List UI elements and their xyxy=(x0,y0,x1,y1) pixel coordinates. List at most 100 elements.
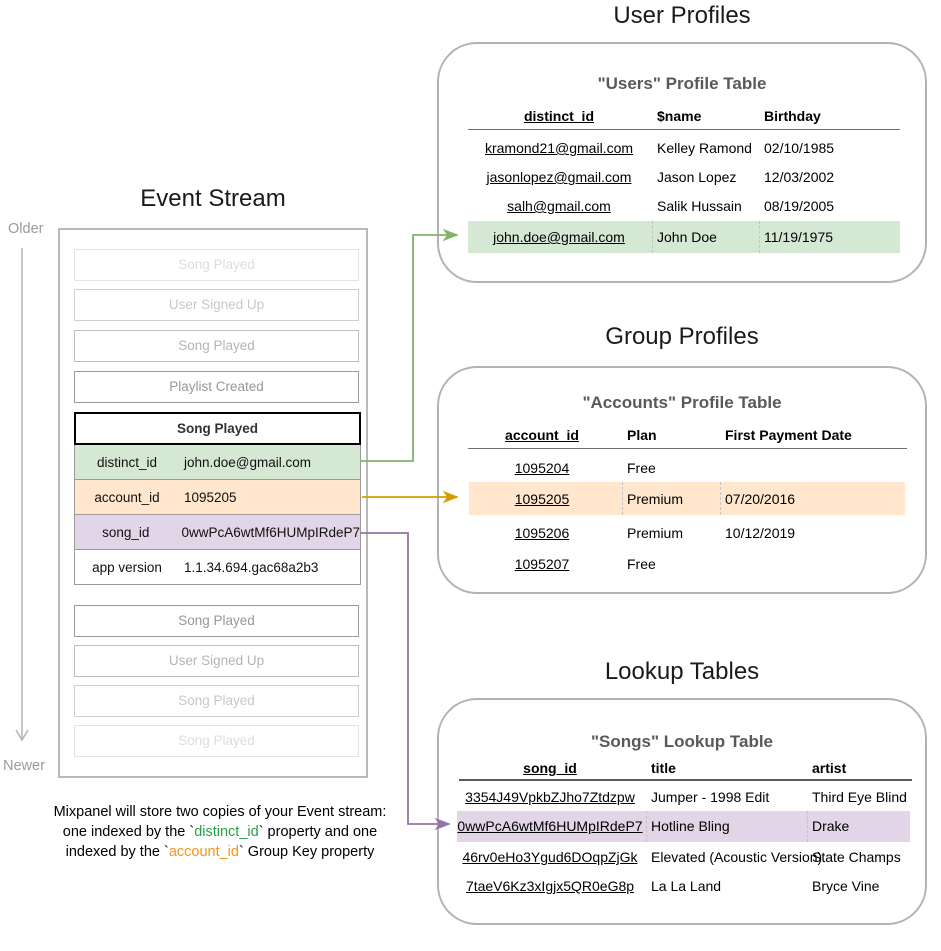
cell-distinct-id: kramond21@gmail.com xyxy=(484,140,634,156)
highlight-row-purple xyxy=(457,811,910,842)
event-card-song-played: Song Played xyxy=(74,725,359,757)
cell-account-id: 1095204 xyxy=(514,460,570,476)
property-value: john.doe@gmail.com xyxy=(184,454,312,470)
event-label: Song Played xyxy=(178,733,255,748)
column-separator xyxy=(652,221,653,253)
column-separator xyxy=(759,221,760,253)
cell-first-payment-date: 10/12/2019 xyxy=(725,525,796,541)
event-stream-panel: Song Played User Signed Up Song Played P… xyxy=(58,228,373,783)
cell-birthday: 11/19/1975 xyxy=(764,229,834,245)
column-header-artist: artist xyxy=(812,760,847,776)
property-value: 1095205 xyxy=(184,489,237,505)
property-key: song_id xyxy=(102,524,150,540)
cell-plan: Premium xyxy=(627,491,684,507)
property-key: account_id xyxy=(94,489,160,505)
event-stream-title: Event Stream xyxy=(140,185,286,212)
cell-account-id: 1095205 xyxy=(514,491,570,507)
account-id-token: account_id xyxy=(168,844,239,860)
cell-title: Jumper - 1998 Edit xyxy=(651,789,770,805)
cell-title: La La Land xyxy=(651,878,722,894)
property-value: 1.1.34.694.gac68a2b3 xyxy=(184,559,319,575)
event-property-song-id: song_id 0wwPcA6wtMf6HUMpIRdeP7 xyxy=(74,515,361,550)
column-separator xyxy=(720,482,721,515)
column-header-distinct-id: distinct_id xyxy=(523,108,594,124)
highlight-row-green xyxy=(468,221,900,253)
distinct-id-token: distinct_id xyxy=(194,824,259,840)
table-row: 1095206 Premium 10/12/2019 xyxy=(439,523,925,543)
property-key: app version xyxy=(92,559,162,575)
event-card-song-played: Song Played xyxy=(74,605,359,637)
event-label: Song Played xyxy=(178,338,255,353)
event-label: Song Played xyxy=(178,613,255,628)
cell-artist: Bryce Vine xyxy=(812,878,880,894)
column-separator xyxy=(807,811,808,842)
table-row: 46rv0eHo3Ygud6DOqpZjGk Elevated (Acousti… xyxy=(439,847,925,867)
cell-distinct-id: jasonlopez@gmail.com xyxy=(486,169,632,185)
header-rule xyxy=(468,129,900,130)
cell-plan: Premium xyxy=(627,525,684,541)
cell-title: Hotline Bling xyxy=(651,818,730,834)
time-direction-arrow xyxy=(15,248,29,742)
event-card-song-played: Song Played xyxy=(74,249,359,281)
event-property-account-id: account_id 1095205 xyxy=(74,480,361,515)
caption-line-1: Mixpanel will store two copies of your E… xyxy=(53,804,387,820)
cell-artist: Third Eye Blind xyxy=(812,789,907,805)
users-table-header: distinct_id $name Birthday xyxy=(439,106,925,126)
column-header-song-id: song_id xyxy=(523,760,577,776)
cell-title: Elevated (Acoustic Version) xyxy=(651,849,823,865)
event-label: Playlist Created xyxy=(169,379,264,394)
column-header-name: $name xyxy=(657,108,702,124)
table-row: 3354J49VpkbZJho7Ztdzpw Jumper - 1998 Edi… xyxy=(439,787,925,807)
cell-distinct-id: john.doe@gmail.com xyxy=(493,229,625,245)
highlight-row-orange xyxy=(469,482,905,515)
users-profile-card: "Users" Profile Table distinct_id $name … xyxy=(437,42,927,283)
group-profiles-title: Group Profiles xyxy=(605,323,759,350)
table-row-highlighted: john.doe@gmail.com John Doe 11/19/1975 xyxy=(439,227,925,247)
cell-artist: State Champs xyxy=(812,849,901,865)
table-row: 7taeV6Kz3xIgjx5QR0eG8p La La Land Bryce … xyxy=(439,876,925,896)
accounts-table-title: "Accounts" Profile Table xyxy=(582,393,782,412)
property-value: 0wwPcA6wtMf6HUMpIRdeP7 xyxy=(181,524,360,540)
table-row: 1095207 Free xyxy=(439,554,925,574)
cell-song-id: 7taeV6Kz3xIgjx5QR0eG8p xyxy=(465,878,635,894)
property-key: distinct_id xyxy=(96,454,158,470)
column-separator xyxy=(646,811,647,842)
event-card-song-played: Song Played xyxy=(74,685,359,717)
selected-event-title: Song Played xyxy=(74,412,361,445)
cell-account-id: 1095207 xyxy=(514,556,570,572)
table-row-highlighted: 0wwPcA6wtMf6HUMpIRdeP7 Hotline Bling Dra… xyxy=(439,816,925,836)
cell-plan: Free xyxy=(627,556,656,572)
songs-table-header: song_id title artist xyxy=(439,758,925,778)
table-row: salh@gmail.com Salik Hussain 08/19/2005 xyxy=(439,196,925,216)
connector-song-id xyxy=(360,532,451,831)
cell-name: Kelley Ramond xyxy=(657,140,752,156)
event-property-app-version: app version 1.1.34.694.gac68a2b3 xyxy=(74,550,361,585)
cell-birthday: 02/10/1985 xyxy=(764,140,835,156)
cell-name: Salik Hussain xyxy=(657,198,742,214)
event-label: User Signed Up xyxy=(168,653,265,668)
songs-table-title: "Songs" Lookup Table xyxy=(590,732,774,751)
column-header-account-id: account_id xyxy=(505,427,579,443)
header-rule xyxy=(459,779,912,781)
event-card-playlist-created: Playlist Created xyxy=(74,371,359,403)
older-label: Older xyxy=(8,221,44,237)
accounts-table-header: account_id Plan First Payment Date xyxy=(439,425,925,445)
column-header-first-payment-date: First Payment Date xyxy=(725,427,852,443)
cell-distinct-id: salh@gmail.com xyxy=(507,198,611,214)
event-label: User Signed Up xyxy=(168,297,265,312)
caption-line-3: indexed by the `account_id` Group Key pr… xyxy=(65,844,375,860)
cell-birthday: 08/19/2005 xyxy=(764,198,835,214)
cell-name: Jason Lopez xyxy=(657,169,737,185)
mixpanel-caption: Mixpanel will store two copies of your E… xyxy=(30,802,410,862)
column-separator xyxy=(622,482,623,515)
accounts-profile-card: "Accounts" Profile Table account_id Plan… xyxy=(437,366,927,594)
users-table-title: "Users" Profile Table xyxy=(597,74,767,93)
event-card-user-signed-up: User Signed Up xyxy=(74,645,359,677)
cell-song-id: 0wwPcA6wtMf6HUMpIRdeP7 xyxy=(457,818,643,834)
table-row: jasonlopez@gmail.com Jason Lopez 12/03/2… xyxy=(439,167,925,187)
cell-first-payment-date: 07/20/2016 xyxy=(725,491,796,507)
cell-plan: Free xyxy=(627,460,656,476)
event-property-distinct-id: distinct_id john.doe@gmail.com xyxy=(74,445,361,480)
cell-artist: Drake xyxy=(812,818,850,834)
